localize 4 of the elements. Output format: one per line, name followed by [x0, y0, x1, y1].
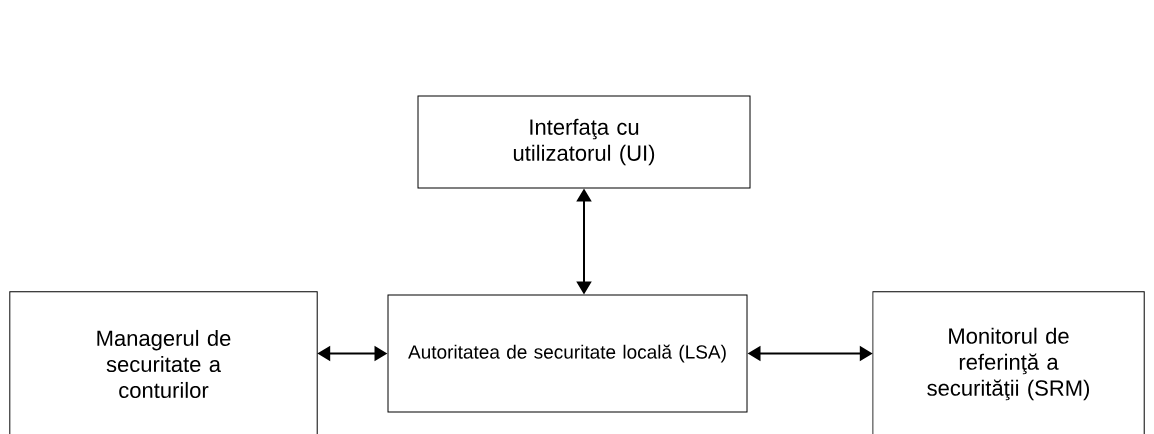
open-box: Managerul de securitate a conturilor: [9, 291, 318, 434]
process-box: Autoritatea de securitate locală (LSA): [387, 294, 748, 413]
open-box: Monitorul de referinţă a securităţii (SRM): [872, 291, 1145, 434]
process-box: Interfaţa cu utilizatorul (UI): [417, 95, 751, 189]
